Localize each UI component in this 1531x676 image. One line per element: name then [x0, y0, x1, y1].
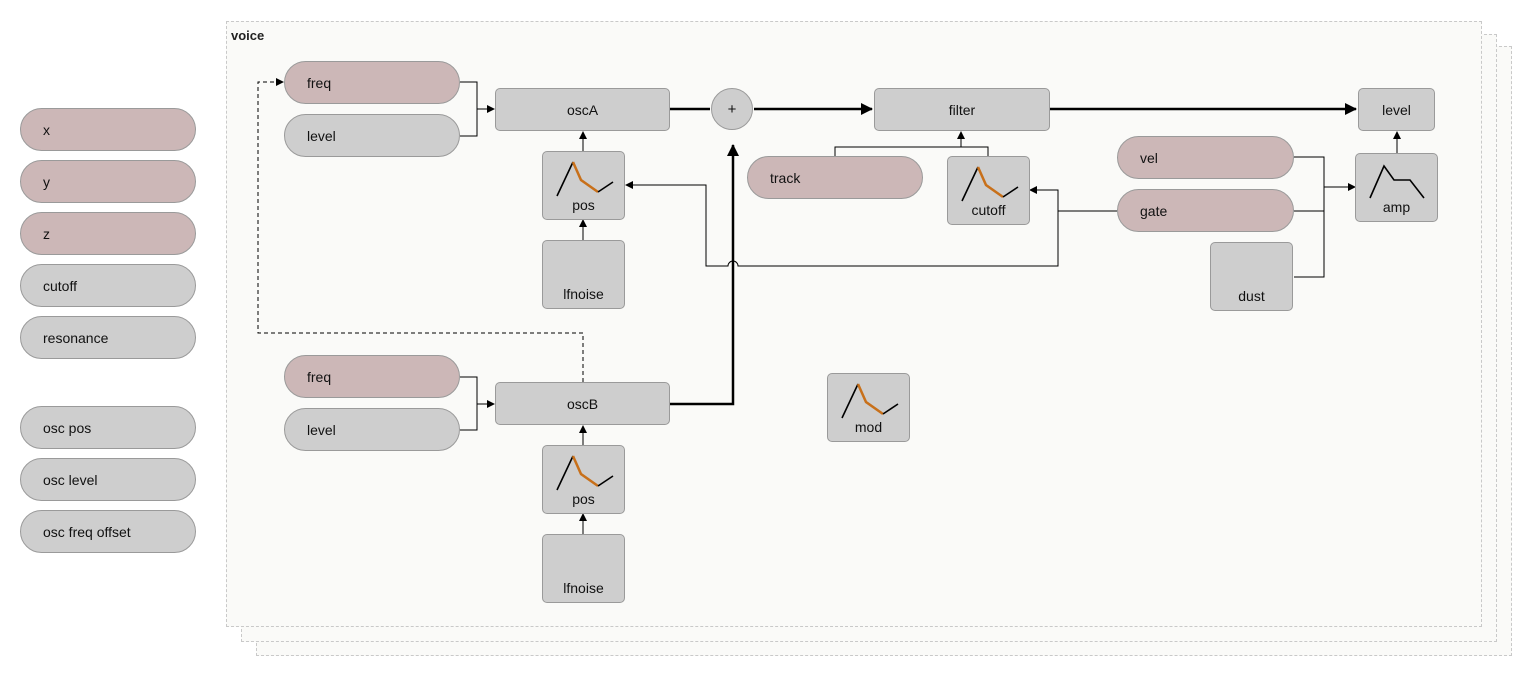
oscB-lfnoise-label: lfnoise [563, 580, 604, 596]
oscA-node[interactable]: oscA [495, 88, 670, 131]
oscA-freq-input[interactable]: freq [284, 61, 460, 104]
control-cutoff[interactable]: cutoff [20, 264, 196, 307]
control-osc-freq-offset[interactable]: osc freq offset [20, 510, 196, 553]
control-resonance[interactable]: resonance [20, 316, 196, 359]
filter-cutoff-envelope[interactable]: cutoff [947, 156, 1030, 225]
mod-label: mod [854, 419, 883, 435]
oscB-freq-input[interactable]: freq [284, 355, 460, 398]
filter-node[interactable]: filter [874, 88, 1050, 131]
oscB-node[interactable]: oscB [495, 382, 670, 425]
amp-envelope[interactable]: amp [1355, 153, 1438, 222]
envelope-icon [556, 455, 614, 491]
voice-title: voice [231, 28, 265, 43]
oscA-level-input[interactable]: level [284, 114, 460, 157]
oscB-lfnoise-node[interactable]: lfnoise [542, 534, 625, 603]
envelope-icon [556, 161, 614, 197]
wire-oscB-inputs [460, 376, 478, 431]
dust-label: dust [1238, 288, 1265, 304]
oscA-pos-label: pos [572, 197, 595, 213]
control-z[interactable]: z [20, 212, 196, 255]
control-osc-level[interactable]: osc level [20, 458, 196, 501]
filter-cutoff-label: cutoff [971, 202, 1006, 218]
filter-track-input[interactable]: track [747, 156, 923, 199]
gate-input[interactable]: gate [1117, 189, 1294, 232]
mod-envelope[interactable]: mod [827, 373, 910, 442]
control-osc-pos[interactable]: osc pos [20, 406, 196, 449]
wire-dashed-feedback [257, 78, 584, 382]
oscA-lfnoise-node[interactable]: lfnoise [542, 240, 625, 309]
wire-oscB-to-sum [670, 144, 739, 406]
output-level-node[interactable]: level [1358, 88, 1435, 131]
oscA-pos-envelope[interactable]: pos [542, 151, 625, 220]
envelope-icon [841, 383, 899, 419]
dust-node[interactable]: dust [1210, 242, 1293, 311]
amp-label: amp [1382, 199, 1411, 215]
control-x[interactable]: x [20, 108, 196, 151]
sum-node[interactable]: + [711, 88, 753, 130]
oscA-lfnoise-label: lfnoise [563, 286, 604, 302]
adsr-icon [1369, 164, 1425, 199]
oscB-level-input[interactable]: level [284, 408, 460, 451]
vel-input[interactable]: vel [1117, 136, 1294, 179]
oscB-pos-label: pos [572, 491, 595, 507]
envelope-icon [961, 166, 1019, 202]
control-y[interactable]: y [20, 160, 196, 203]
wire-oscA-inputs [460, 81, 478, 137]
oscB-pos-envelope[interactable]: pos [542, 445, 625, 514]
